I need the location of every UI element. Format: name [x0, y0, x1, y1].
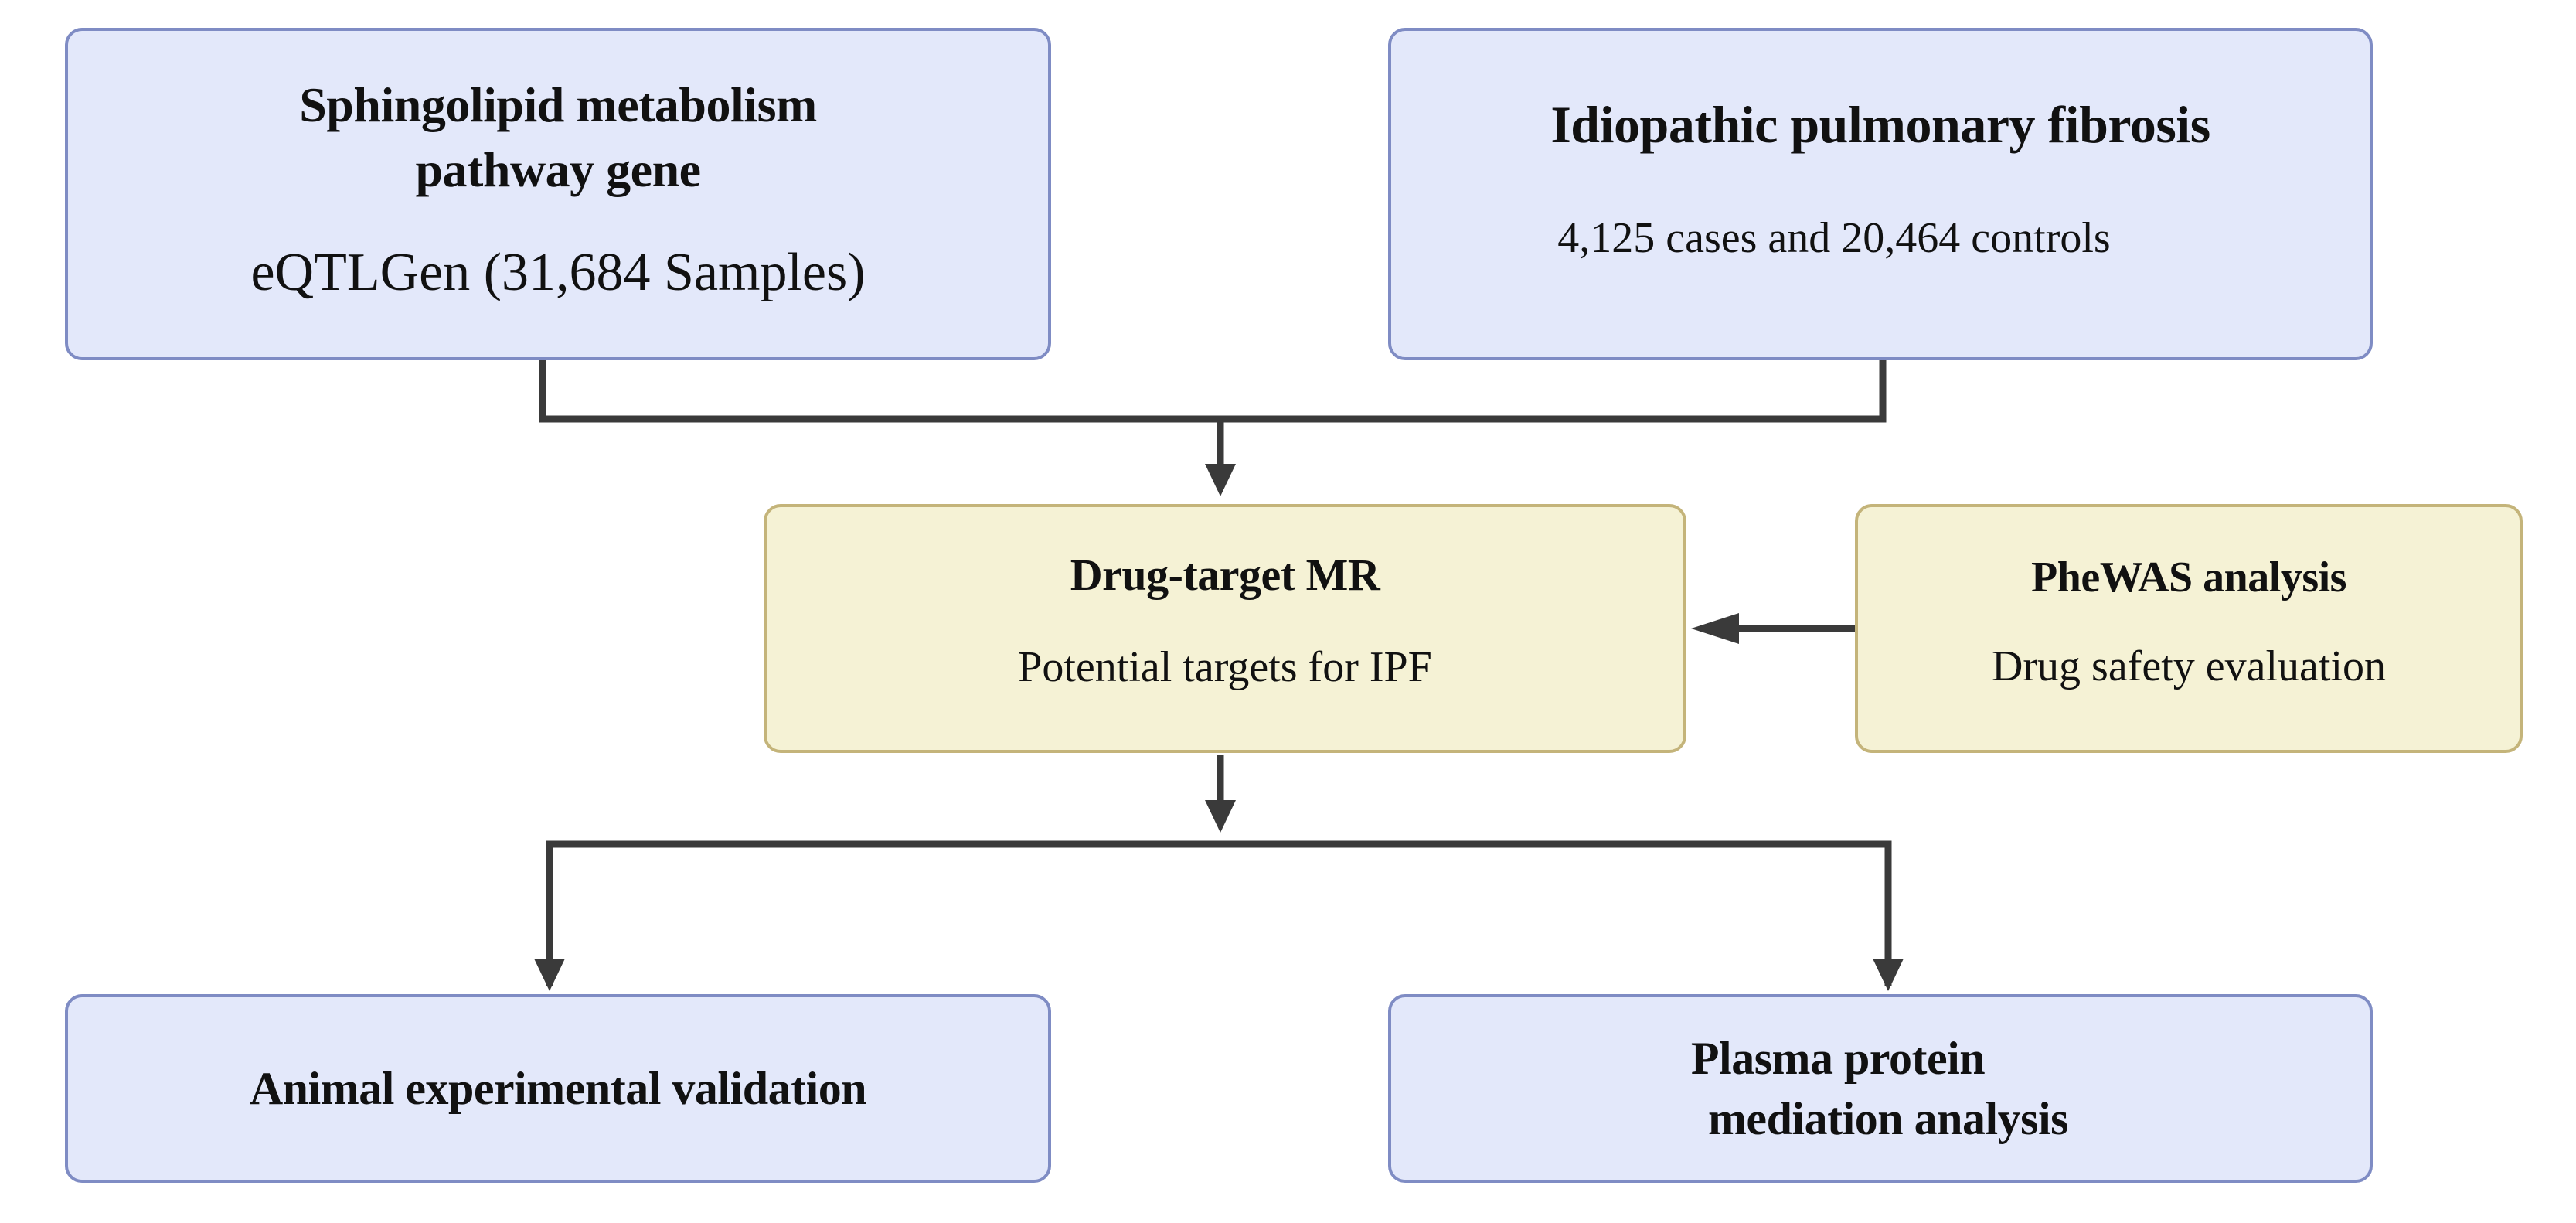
phewas-box: PheWAS analysis Drug safety evaluation: [1855, 504, 2523, 753]
drug-target-title: Drug-target MR: [1070, 549, 1380, 600]
connector-bottom-split: [546, 840, 1892, 986]
phewas-title: PheWAS analysis: [2031, 554, 2346, 602]
plasma-title-line1: Plasma protein: [1690, 1033, 1986, 1084]
arrowhead-to-drug-target-side: [1691, 613, 1739, 644]
sphingolipid-subtitle: eQTLGen (31,684 Samples): [250, 242, 866, 302]
phewas-subtitle: Drug safety evaluation: [1991, 642, 2387, 690]
ipf-subtitle: 4,125 cases and 20,464 controls: [1557, 213, 2111, 262]
plasma-title-line2: mediation analysis: [1707, 1093, 2069, 1144]
arrowhead-to-animal: [534, 959, 565, 991]
arrowhead-to-plasma: [1873, 959, 1904, 991]
ipf-title: Idiopathic pulmonary fibrosis: [1550, 95, 2210, 155]
animal-title: Animal experimental validation: [249, 1063, 867, 1114]
drug-target-subtitle: Potential targets for IPF: [1018, 643, 1432, 692]
plasma-mediation-box: Plasma protein mediation analysis: [1388, 994, 2373, 1183]
drug-target-mr-box: Drug-target MR Potential targets for IPF: [764, 504, 1686, 753]
animal-validation-box: Animal experimental validation: [65, 994, 1051, 1183]
sphingolipid-title-line1: Sphingolipid metabolism: [299, 77, 817, 133]
arrowhead-drug-target-down: [1205, 800, 1236, 833]
arrowhead-to-drug-target: [1205, 464, 1236, 496]
connector-top-merge: [539, 360, 1887, 423]
sphingolipid-gene-box: Sphingolipid metabolism pathway gene eQT…: [65, 28, 1051, 360]
ipf-box: Idiopathic pulmonary fibrosis 4,125 case…: [1388, 28, 2373, 360]
sphingolipid-title-line2: pathway gene: [415, 141, 701, 197]
